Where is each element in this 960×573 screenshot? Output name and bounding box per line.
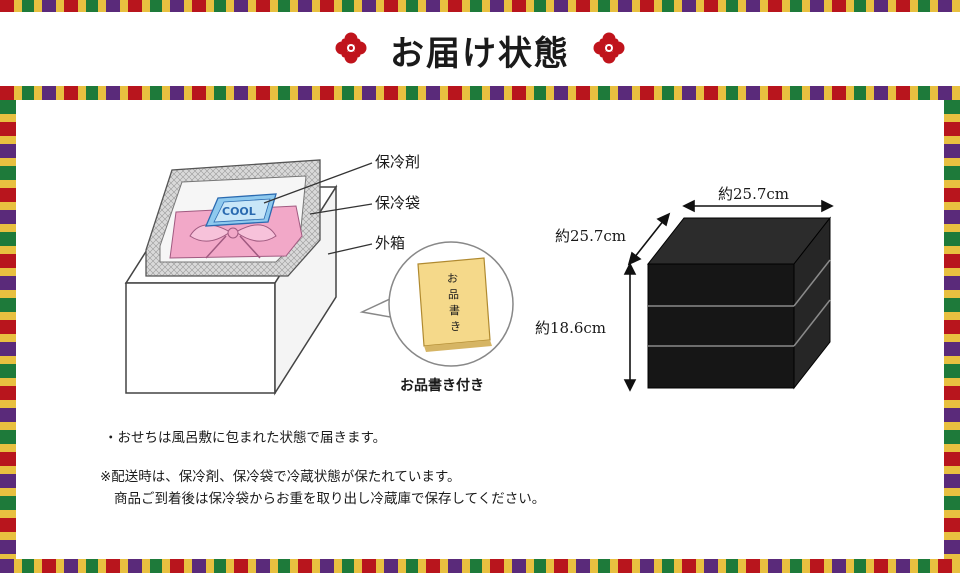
ice-pack-callout: 保冷剤 (375, 153, 420, 171)
jubako-illustration (646, 216, 832, 390)
outer-box-illustration (124, 159, 338, 396)
crest-left-icon (335, 32, 367, 64)
width-dimension: 約25.7cm (718, 185, 789, 203)
height-dimension: 約18.6cm (535, 319, 606, 337)
menu-card-char-2: 品 (448, 288, 459, 301)
bottom-pattern-border (0, 559, 960, 573)
cool-bag-leader (309, 203, 373, 215)
ice-pack-label: COOL (222, 205, 256, 218)
menu-card-char-4: き (450, 320, 461, 333)
note-furoshiki: ・おせちは風呂敷に包まれた状態で届きます。 (104, 430, 387, 446)
note-storage: 商品ご到着後は保冷袋からお重を取り出し冷蔵庫で保存してください。 (114, 491, 546, 507)
menu-card-bubble (359, 241, 514, 367)
depth-dimension: 約25.7cm (555, 227, 626, 245)
crest-right-icon (593, 32, 625, 64)
right-pattern-border (944, 100, 960, 559)
note-shipping: ※配送時は、保冷剤、保冷袋で冷蔵状態が保たれています。 (100, 469, 461, 485)
page-title: お届け状態 (390, 34, 570, 74)
left-pattern-border (0, 100, 16, 559)
top-pattern-border (0, 0, 960, 12)
menu-card-char-1: お (447, 272, 458, 285)
header-pattern-band (0, 86, 960, 100)
dimension-arrows (623, 199, 834, 392)
outer-box-leader (327, 243, 373, 255)
menu-card-char-3: 書 (449, 303, 460, 317)
menu-card-caption: お品書き付き (400, 377, 484, 394)
cool-bag-callout: 保冷袋 (375, 194, 420, 212)
outer-box-callout: 外箱 (375, 234, 405, 252)
ice-pack-leader (263, 162, 373, 204)
